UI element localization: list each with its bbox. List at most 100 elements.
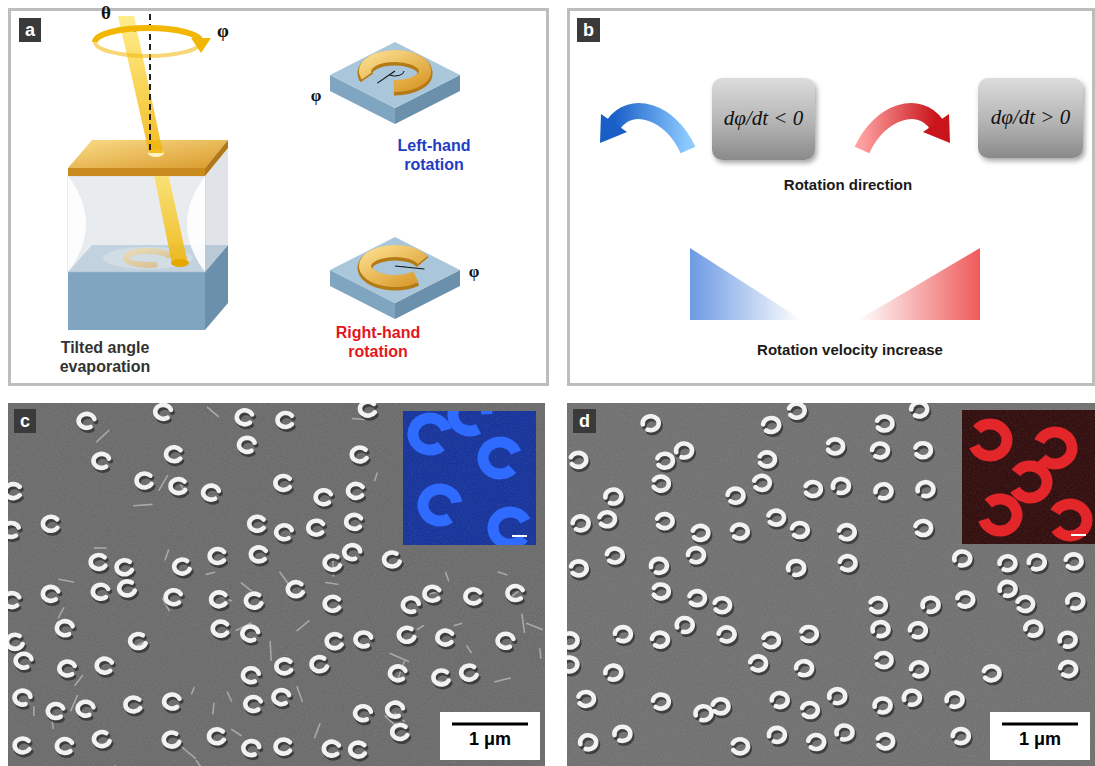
inset-crescent <box>493 512 525 544</box>
sem-crescent <box>571 453 586 467</box>
sem-crescent <box>918 482 934 496</box>
sem-crescent <box>1067 594 1083 608</box>
sem-crescent <box>1025 622 1041 636</box>
sem-crescent <box>344 545 360 559</box>
sem-crescent <box>984 666 1000 680</box>
angle-indicator <box>395 266 424 269</box>
sem-crescent <box>923 598 939 612</box>
sem-debris <box>467 646 472 652</box>
sem-crescent <box>573 516 589 530</box>
sem-crescent <box>693 526 709 540</box>
caption-label: Tilted angle evaporation <box>30 338 180 376</box>
sem-crescent <box>571 561 587 575</box>
sem-crescent <box>465 589 480 603</box>
sem-crescent <box>651 559 667 573</box>
sem-debris <box>196 761 203 766</box>
formula-box: dφ/dt > 0 <box>978 78 1083 158</box>
sem-crescent <box>316 490 331 504</box>
rotation-tile <box>330 237 460 319</box>
sem-crescent <box>242 627 258 641</box>
sem-debris <box>97 430 109 442</box>
sem-crescent <box>360 403 375 416</box>
sem-debris <box>159 476 167 490</box>
inset-crescent <box>1055 504 1087 536</box>
scale-bar <box>1002 723 1078 726</box>
sem-debris <box>454 623 461 625</box>
sem-crescent <box>8 523 19 537</box>
sem-crescent <box>251 547 266 561</box>
rotation-arrow-back <box>95 42 201 56</box>
sem-crescent <box>605 490 621 504</box>
sem-debris <box>390 653 408 661</box>
sem-crescent <box>829 689 845 703</box>
sem-crescent <box>732 525 748 539</box>
sem-debris <box>495 678 510 682</box>
sem-crescent <box>876 653 891 667</box>
sem-crescent <box>792 523 808 537</box>
sem-crescent <box>249 517 263 531</box>
sem-ground <box>567 403 1095 766</box>
sem-crescent <box>171 479 186 493</box>
sem-crescent <box>209 729 224 743</box>
sem-debris <box>241 583 251 591</box>
sem-debris <box>498 572 506 575</box>
sem-crescent <box>875 698 891 712</box>
right-rotation-arrow-head <box>923 114 950 143</box>
sem-crescent <box>48 704 63 718</box>
sem-debris <box>227 692 231 701</box>
sem-crescent <box>276 740 290 754</box>
sem-debris <box>297 621 309 631</box>
sem-crescent <box>643 416 659 430</box>
sem-crescent <box>325 597 339 611</box>
sem-crescent <box>840 556 856 570</box>
sem-crescent <box>614 727 630 741</box>
sem-crescent <box>1000 582 1016 596</box>
velocity-wedge-red <box>858 248 980 320</box>
sem-crescent <box>312 657 328 671</box>
sem-debris <box>232 729 241 735</box>
sem-crescent <box>384 553 400 567</box>
sem-debris <box>33 707 35 716</box>
sem-crescent <box>789 404 805 418</box>
rotation-axis <box>149 14 151 150</box>
sem-crescent <box>164 733 180 747</box>
label-anchor: Rotation velocity increase <box>690 341 1010 359</box>
gold-plate-front <box>68 168 205 176</box>
label-anchor: φ <box>465 262 483 282</box>
sem-crescent <box>155 405 171 419</box>
sem-crescent <box>94 732 110 746</box>
sem-crescent <box>390 666 405 680</box>
sem-crescent <box>910 623 926 637</box>
sem-crescent <box>833 479 849 493</box>
sem-debris <box>315 724 320 738</box>
label-anchor: Right-hand rotation <box>316 323 440 361</box>
sem-debris <box>280 572 288 584</box>
sem-crescent <box>578 692 594 706</box>
sem-crescent <box>875 484 891 498</box>
scale-label: 1 μm <box>990 729 1090 751</box>
angle-symbol: φ <box>307 86 325 106</box>
mask-curve <box>68 176 86 272</box>
inset-scale-bar <box>1071 534 1086 536</box>
sem-crescent <box>808 735 824 749</box>
sem-crescent <box>325 556 340 570</box>
sem-crescent <box>760 452 775 466</box>
figure-panel: d <box>567 403 1095 766</box>
label-anchor: φ <box>307 86 325 106</box>
angle-arc <box>403 266 404 268</box>
sem-crescent <box>273 690 289 704</box>
formula-box: dφ/dt < 0 <box>712 78 815 160</box>
scale-bar-box <box>990 712 1090 760</box>
right-rotation-arrow <box>862 111 936 150</box>
sem-crescent <box>605 666 621 680</box>
angle-symbol: φ <box>465 262 483 282</box>
sem-crescent <box>403 598 419 612</box>
sem-debris <box>417 626 423 630</box>
mask-curve <box>187 176 205 272</box>
panel-letter: d <box>573 409 596 433</box>
sem-crescent <box>719 627 735 641</box>
sem-crescent <box>728 489 744 503</box>
sem-crescent <box>796 661 812 675</box>
sem-crescent <box>239 438 255 452</box>
